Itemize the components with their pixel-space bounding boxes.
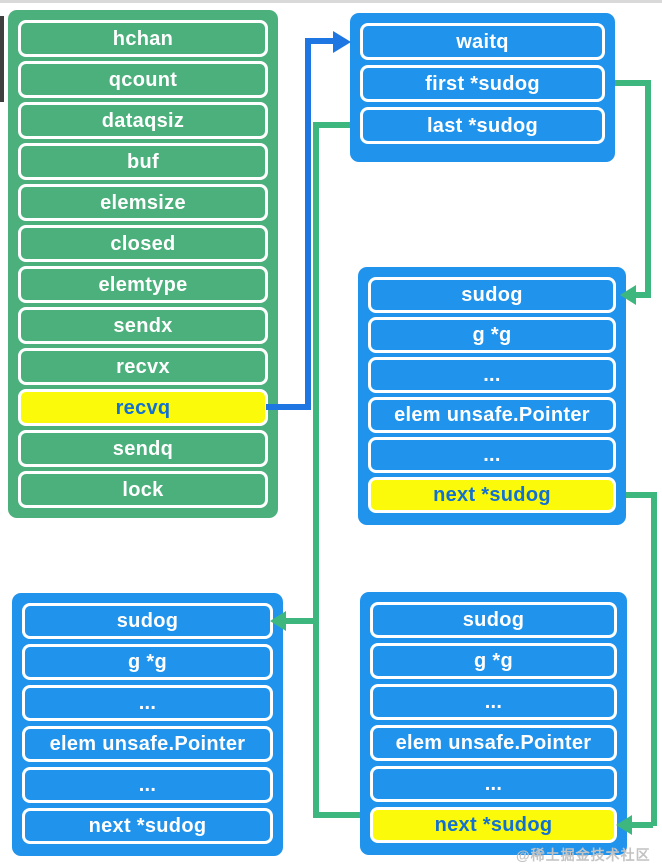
hchan-field-lock: lock [18, 471, 268, 508]
sudog1-field-next-highlighted: next *sudog [368, 477, 616, 513]
waitq-field-last: last *sudog [360, 107, 605, 144]
recvq-waitq-connector-segment [266, 404, 311, 410]
sudog3-field-next: next *sudog [22, 808, 273, 844]
sudog3-struct-box: sudog g *g ... elem unsafe.Pointer ... n… [12, 593, 283, 856]
sudog2-field-elem: elem unsafe.Pointer [370, 725, 617, 761]
first-sudog1-connector-segment [634, 292, 648, 298]
recvq-waitq-connector-segment [305, 38, 311, 410]
hchan-field-recvq-highlighted: recvq [18, 389, 268, 426]
sudog1-field-sudog: sudog [368, 277, 616, 313]
left-edge-strip [0, 16, 4, 102]
hchan-field-recvx: recvx [18, 348, 268, 385]
waitq-field-first: first *sudog [360, 65, 605, 102]
sudog1-next-sudog2-connector-segment [651, 492, 657, 826]
sudog2-field-ellipsis1: ... [370, 684, 617, 720]
sudog3-field-ellipsis2: ... [22, 767, 273, 803]
sudog1-field-ellipsis1: ... [368, 357, 616, 393]
recvq-waitq-arrowhead [333, 31, 351, 53]
sudog1-struct-box: sudog g *g ... elem unsafe.Pointer ... n… [358, 267, 626, 525]
last-sudog3-connector-segment [284, 618, 315, 624]
last-sudog3-connector-segment [313, 122, 319, 818]
hchan-field-sendx: sendx [18, 307, 268, 344]
hchan-struct-box: hchan qcount dataqsiz buf elemsize close… [8, 10, 278, 518]
sudog2-field-ellipsis2: ... [370, 766, 617, 802]
sudog3-field-ellipsis1: ... [22, 685, 273, 721]
first-sudog1-connector-segment [613, 80, 651, 86]
hchan-field-qcount: qcount [18, 61, 268, 98]
recvq-waitq-connector-segment [305, 38, 336, 44]
sudog2-next-sudog3-connector-segment [313, 812, 363, 818]
sudog2-field-sudog: sudog [370, 602, 617, 638]
hchan-field-buf: buf [18, 143, 268, 180]
first-sudog1-arrowhead [620, 285, 636, 305]
hchan-field-elemtype: elemtype [18, 266, 268, 303]
top-edge-band [0, 0, 662, 3]
watermark-text: @稀土掘金技术社区 [516, 847, 651, 863]
sudog1-next-sudog2-connector-segment [630, 822, 653, 828]
waitq-field-waitq: waitq [360, 23, 605, 60]
sudog2-field-next-highlighted: next *sudog [370, 807, 617, 843]
hchan-field-hchan: hchan [18, 20, 268, 57]
sudog3-field-g: g *g [22, 644, 273, 680]
hchan-field-sendq: sendq [18, 430, 268, 467]
sudog1-next-sudog2-arrowhead [616, 815, 632, 835]
sudog1-field-elem: elem unsafe.Pointer [368, 397, 616, 433]
first-sudog1-connector-segment [645, 80, 651, 298]
hchan-field-dataqsiz: dataqsiz [18, 102, 268, 139]
last-sudog3-connector-segment [313, 122, 353, 128]
last-sudog3-arrowhead [270, 611, 286, 631]
sudog3-field-elem: elem unsafe.Pointer [22, 726, 273, 762]
hchan-field-closed: closed [18, 225, 268, 262]
sudog1-field-ellipsis2: ... [368, 437, 616, 473]
sudog2-struct-box: sudog g *g ... elem unsafe.Pointer ... n… [360, 592, 627, 855]
sudog3-field-sudog: sudog [22, 603, 273, 639]
sudog1-field-g: g *g [368, 317, 616, 353]
waitq-struct-box: waitq first *sudog last *sudog [350, 13, 615, 162]
hchan-field-elemsize: elemsize [18, 184, 268, 221]
sudog2-field-g: g *g [370, 643, 617, 679]
sudog1-next-sudog2-connector-segment [622, 492, 657, 498]
